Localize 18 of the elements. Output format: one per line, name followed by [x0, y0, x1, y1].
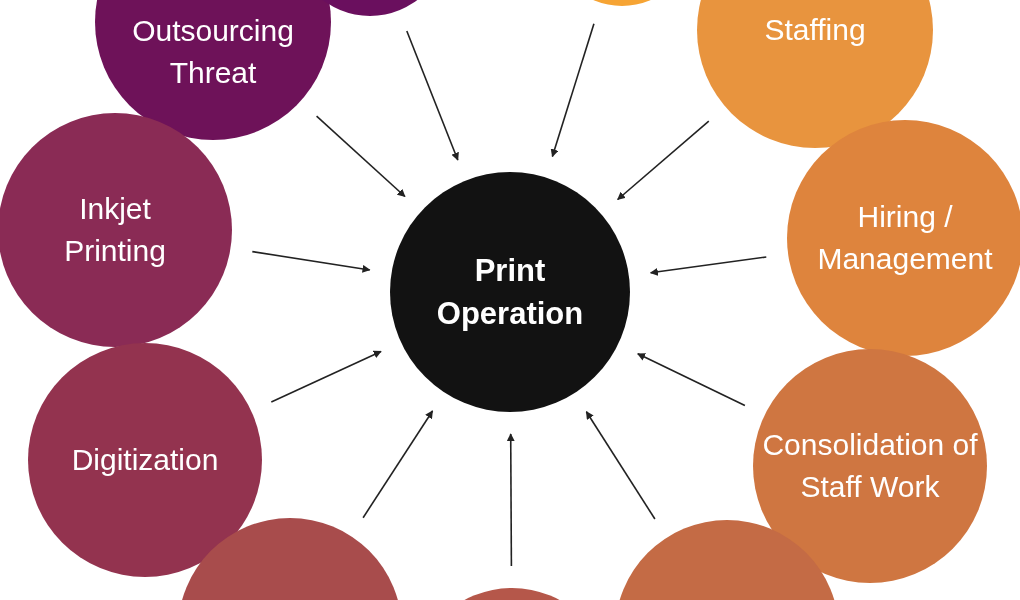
arrow [406, 30, 459, 161]
arrow [637, 353, 746, 407]
arrow [616, 120, 710, 201]
topic-label: Staffing [764, 12, 866, 48]
arrow [585, 410, 656, 520]
arrow [251, 250, 371, 273]
topic-label: Consolidation of Staff Work [761, 427, 979, 505]
arrow [362, 410, 434, 519]
topic-label: Inkjet Printing [63, 191, 167, 269]
arrow [550, 22, 595, 158]
arrow [270, 350, 382, 403]
topic-label: Print Operation [435, 251, 585, 333]
arrow [506, 433, 515, 567]
topic-label: Digitization [71, 442, 219, 478]
topic-label: Outsourcing Threat [131, 13, 295, 91]
arrow [315, 115, 406, 198]
arrow [649, 256, 768, 276]
topic-label: Hiring / Management [816, 199, 994, 277]
